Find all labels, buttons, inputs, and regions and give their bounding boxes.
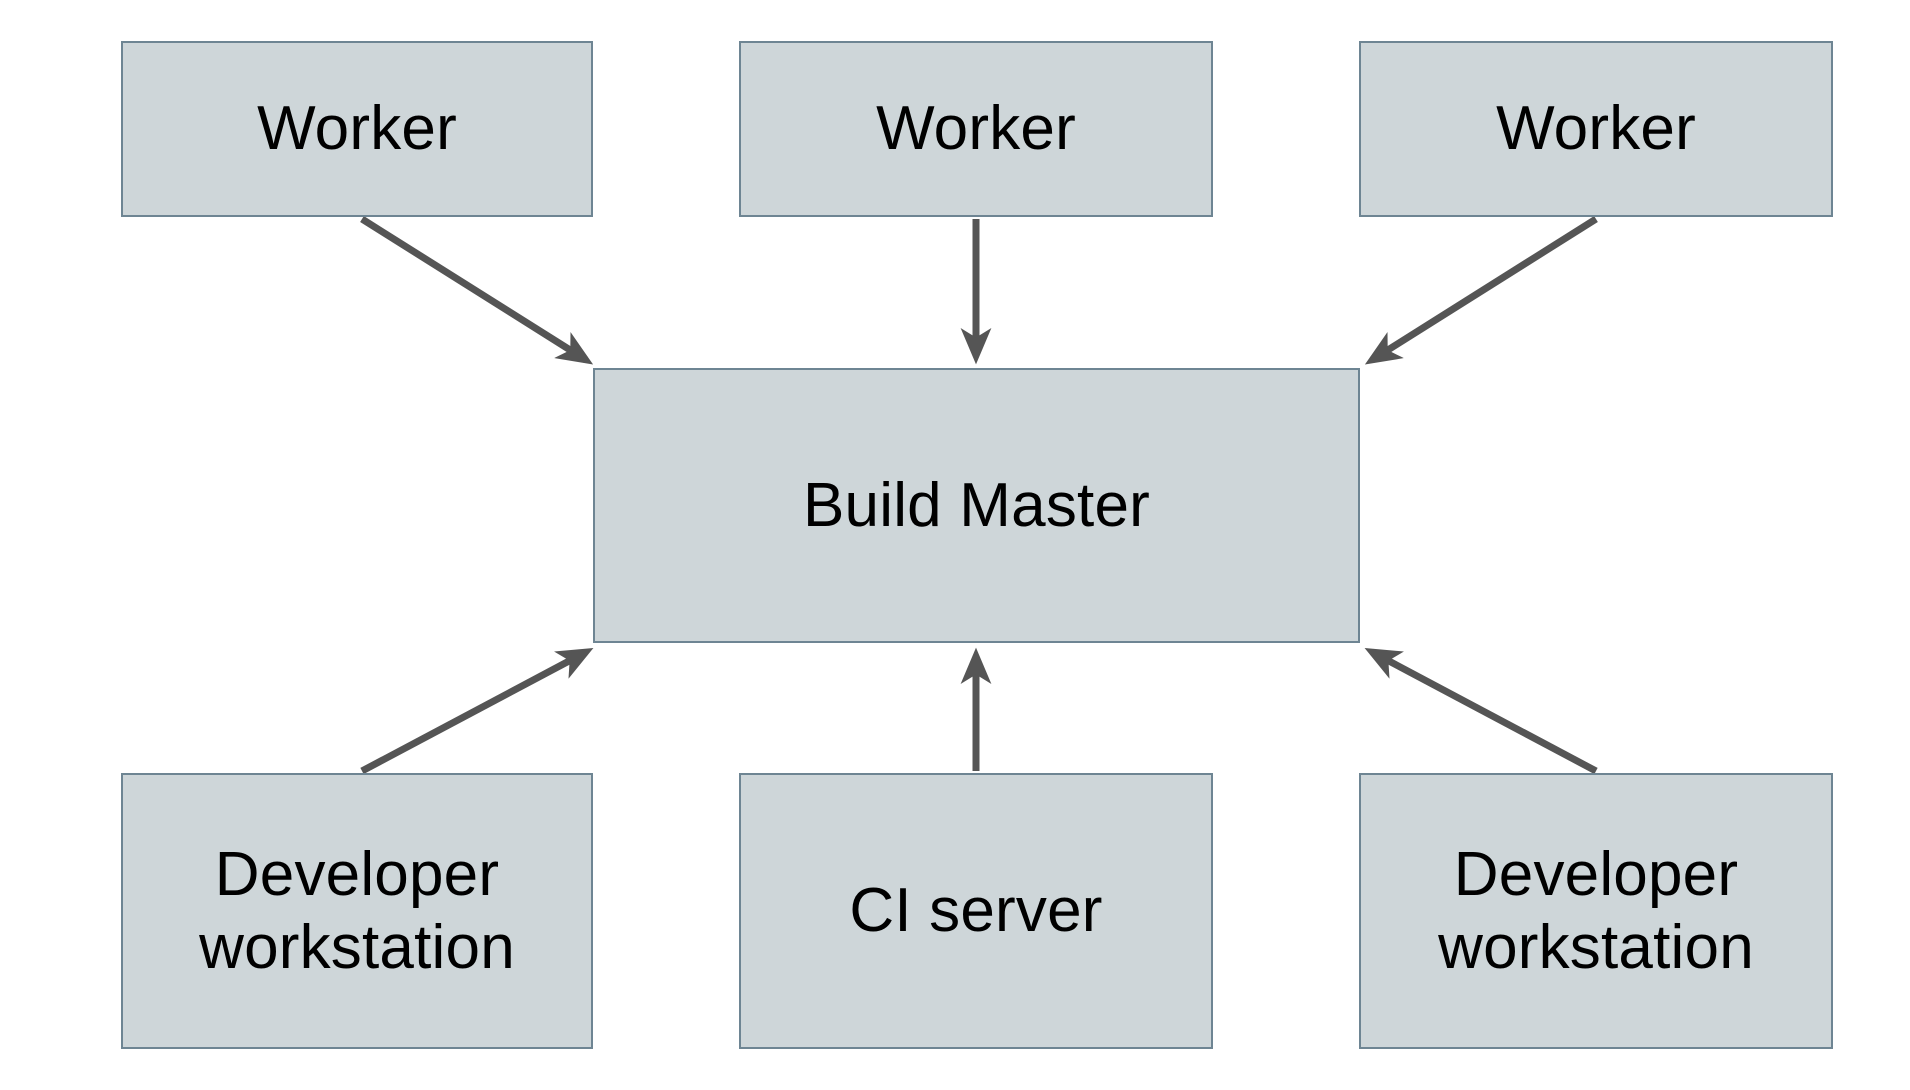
node-build-master-label: Build Master [803,470,1150,540]
node-build-master[interactable]: Build Master [593,368,1360,643]
node-worker-2[interactable]: Worker [739,41,1213,217]
node-ci-server-label: CI server [849,876,1103,946]
node-ci-server[interactable]: CI server [739,773,1213,1049]
node-developer-workstation-right[interactable]: Developer workstation [1359,773,1833,1049]
node-worker-3-label: Worker [1496,94,1696,164]
node-developer-workstation-left[interactable]: Developer workstation [121,773,593,1049]
edge-dev-right-to-master [1364,648,1598,775]
node-developer-workstation-right-label: Developer workstation [1438,839,1754,982]
node-worker-1[interactable]: Worker [121,41,593,217]
node-worker-1-label: Worker [257,94,457,164]
edge-worker-1-to-master [360,216,594,365]
edge-worker-3-to-master [1364,216,1598,365]
node-developer-workstation-left-label: Developer workstation [199,839,515,982]
node-worker-2-label: Worker [876,94,1076,164]
node-worker-3[interactable]: Worker [1359,41,1833,217]
edge-dev-left-to-master [360,648,594,775]
